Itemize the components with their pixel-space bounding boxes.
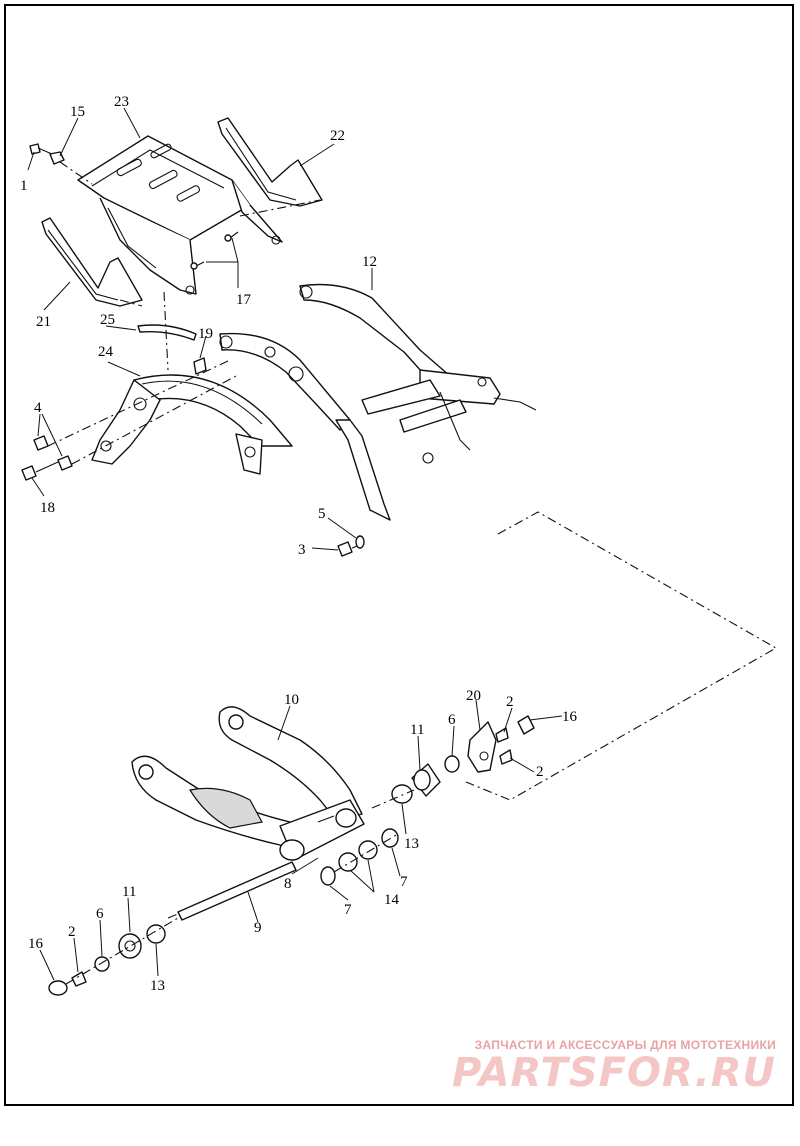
part-13-bushing (391, 784, 413, 804)
part-1-screw (29, 143, 41, 155)
callout-10: 10 (284, 692, 299, 708)
callout-13-left: 13 (150, 978, 165, 994)
part-22-side-cover-right (217, 117, 323, 207)
part-25-strip (137, 324, 197, 341)
part-3-bolt (337, 541, 353, 557)
connector-line (465, 511, 778, 801)
part-6-collar-left (94, 956, 110, 972)
callout-9: 9 (254, 920, 262, 936)
callout-2-right: 2 (536, 764, 544, 780)
part-6-collar (444, 755, 460, 773)
part-2-bolt-top (495, 727, 509, 743)
callout-6-left: 6 (96, 906, 104, 922)
callout-16-left: 16 (28, 936, 44, 952)
callout-13-right: 13 (404, 836, 419, 852)
callout-4: 4 (34, 400, 42, 416)
part-21-side-cover-left (41, 217, 143, 307)
part-16-cap-left (48, 980, 68, 996)
part-19-clip (193, 357, 207, 375)
upper-centerlines (47, 161, 321, 465)
leader-lines (27, 107, 563, 981)
part-5-washer (355, 535, 365, 549)
part-11-adjuster-left (118, 933, 142, 959)
callout-21: 21 (36, 314, 51, 330)
callout-labels: 1 15 23 22 21 17 25 19 24 12 4 18 5 3 10… (20, 94, 578, 994)
upper-fasteners (21, 143, 365, 557)
callout-22: 22 (330, 128, 345, 144)
part-7-bearing-a (320, 866, 336, 886)
part-15-nut (49, 151, 65, 165)
part-12-subframe (219, 283, 537, 521)
callout-5: 5 (318, 506, 326, 522)
part-23-luggage-rack (77, 135, 283, 295)
callout-24: 24 (98, 344, 114, 360)
callout-16-right: 16 (562, 709, 578, 725)
part-14-spacer-a (338, 852, 358, 872)
part-4-bolt-a (33, 435, 49, 451)
callout-12: 12 (362, 254, 377, 270)
callout-11-right: 11 (410, 722, 424, 738)
part-14-spacer-b (358, 840, 378, 860)
part-20-bracket (467, 721, 497, 773)
watermark-tagline: ЗАПЧАСТИ И АКСЕССУАРЫ ДЛЯ МОТОТЕХНИКИ (474, 1038, 776, 1052)
callout-7-left: 7 (344, 902, 352, 918)
part-2-bolt-left (71, 971, 87, 987)
right-bearing-stack (320, 715, 535, 886)
callout-1: 1 (20, 178, 28, 194)
callout-2-left: 2 (68, 924, 76, 940)
callout-6-right: 6 (448, 712, 456, 728)
callout-7-right: 7 (400, 874, 408, 890)
callout-23: 23 (114, 94, 129, 110)
callout-3: 3 (298, 542, 306, 558)
callout-19: 19 (198, 326, 213, 342)
callout-18: 18 (40, 500, 55, 516)
part-18-bolt (21, 465, 37, 481)
callout-20: 20 (466, 688, 481, 704)
callout-2-top: 2 (506, 694, 514, 710)
part-9-pivot-shaft (167, 861, 297, 921)
watermark-logo: PARTSFOR.RU (451, 1050, 776, 1096)
part-4-bolt-b (57, 455, 73, 471)
part-10-swingarm (131, 706, 365, 861)
part-7-bearing-b (381, 828, 399, 848)
part-16-cap-right (517, 715, 535, 735)
part-24-fender-support (91, 374, 293, 475)
callout-25: 25 (100, 312, 115, 328)
watermark: ЗАПЧАСТИ И АКСЕССУАРЫ ДЛЯ МОТОТЕХНИКИ PA… (452, 1038, 776, 1094)
callout-11-left: 11 (122, 884, 136, 900)
left-pivot-hardware (48, 917, 179, 996)
callout-8: 8 (284, 876, 292, 892)
callout-15: 15 (70, 104, 85, 120)
callout-17: 17 (236, 292, 252, 308)
callout-14: 14 (384, 892, 400, 908)
part-2-bolt-bottom (499, 749, 513, 765)
part-13-bushing-left (146, 924, 166, 944)
